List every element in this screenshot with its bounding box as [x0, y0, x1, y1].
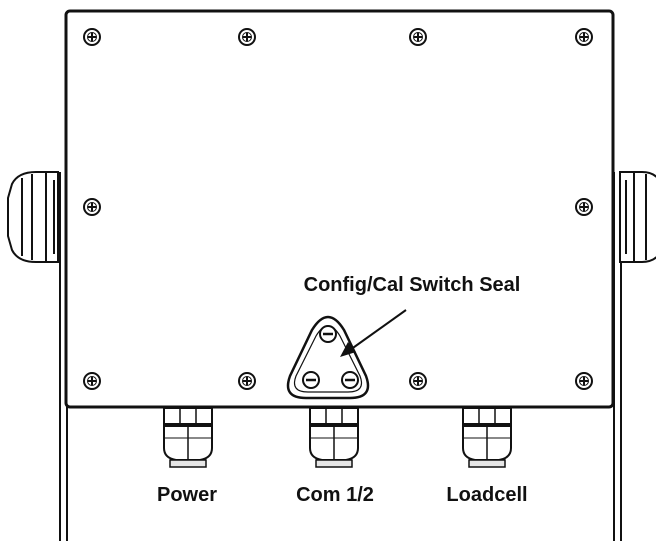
phillips-screw-icon [83, 372, 101, 390]
phillips-screw-icon [409, 28, 427, 46]
seal-screws [302, 325, 359, 389]
slotted-screw-icon [302, 371, 320, 389]
panel-screws [83, 28, 593, 390]
power-port-label: Power [157, 484, 217, 506]
right-knob [619, 171, 656, 263]
phillips-screw-icon [575, 28, 593, 46]
seal-label: Config/Cal Switch Seal [304, 274, 521, 296]
phillips-screw-icon [83, 28, 101, 46]
seal-pointer-arrow [340, 309, 407, 357]
slotted-screw-icon [341, 371, 359, 389]
cable-gland-icon [309, 407, 359, 468]
cable-gland-icon [163, 407, 213, 468]
phillips-screw-icon [409, 372, 427, 390]
phillips-screw-icon [238, 28, 256, 46]
slotted-screw-icon [319, 325, 337, 343]
loadcell-port-label: Loadcell [446, 484, 527, 506]
phillips-screw-icon [575, 198, 593, 216]
cable-gland-icon [462, 407, 512, 468]
left-knob [7, 171, 59, 263]
phillips-screw-icon [238, 372, 256, 390]
com-port-label: Com 1/2 [296, 484, 374, 506]
phillips-screw-icon [575, 372, 593, 390]
cable-glands [163, 407, 512, 468]
phillips-screw-icon [83, 198, 101, 216]
